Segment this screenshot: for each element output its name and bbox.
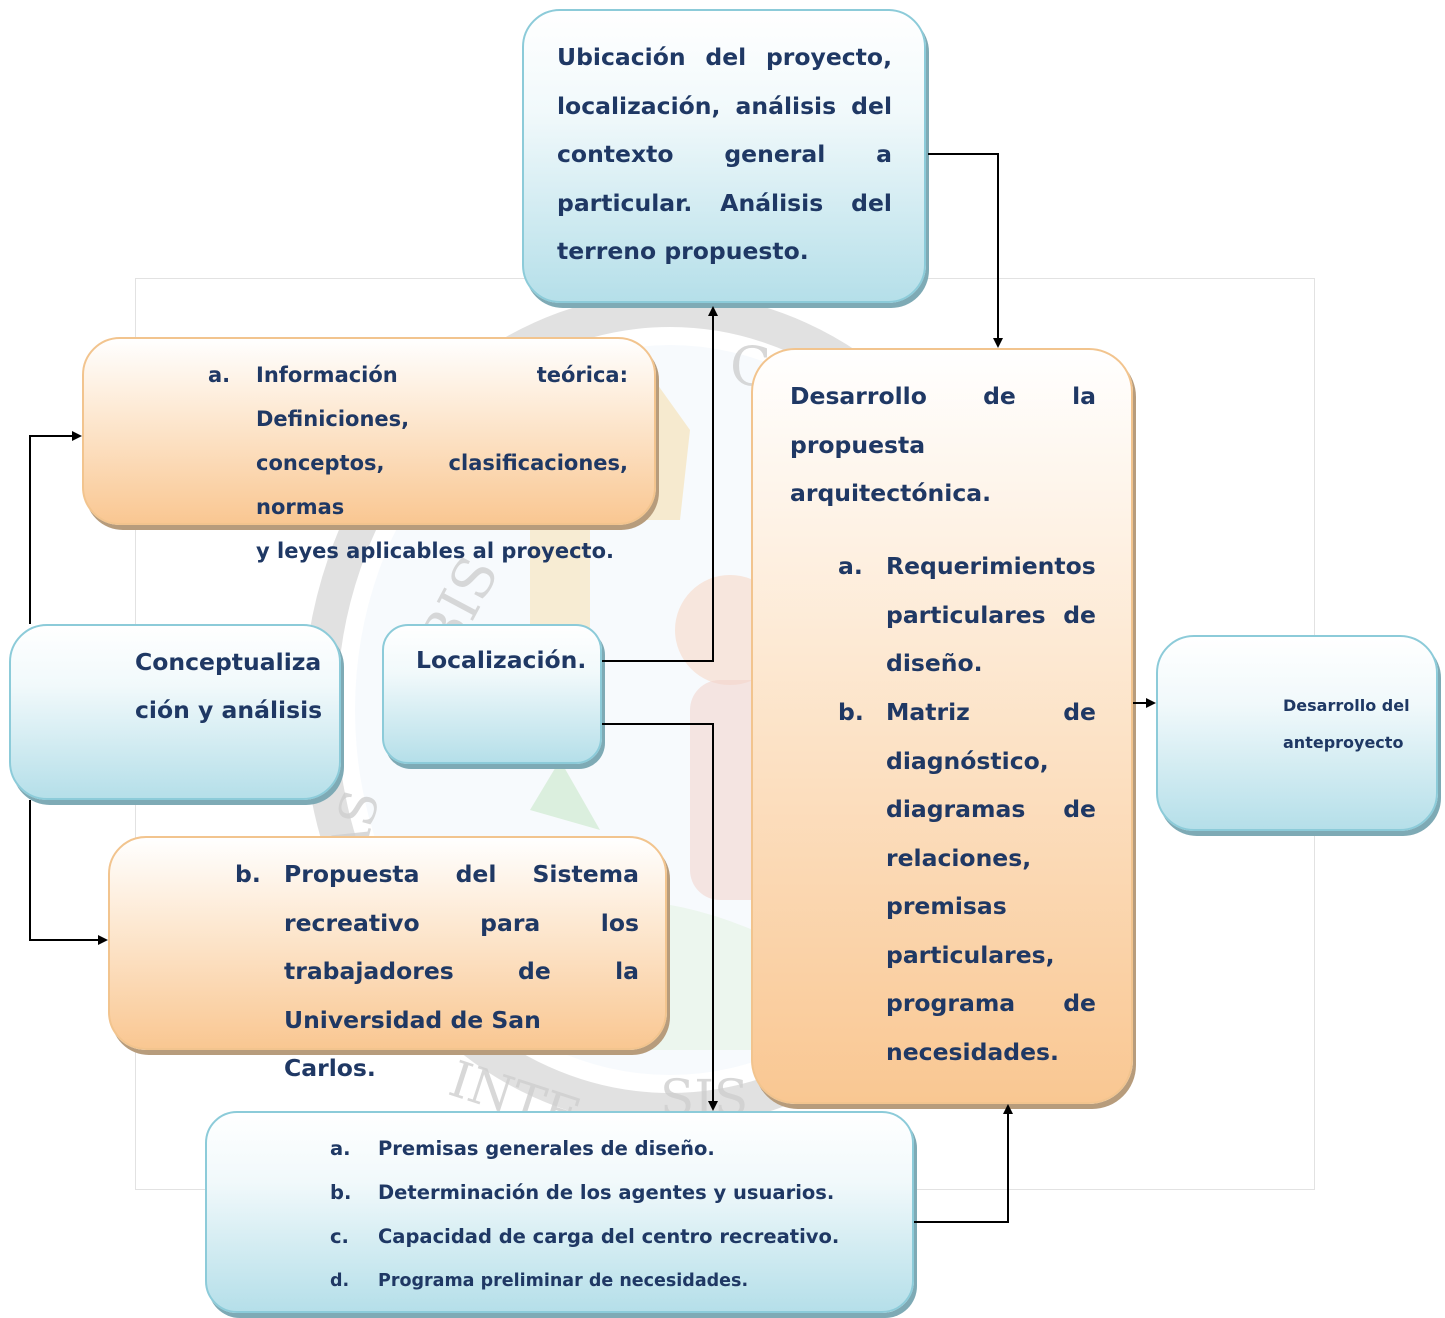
conceptualizacion-box: Conceptualiza ción y análisis [9, 624, 341, 800]
informacion-teorica-line-3: y leyes aplicables al proyecto. [256, 539, 615, 563]
matriz-letter: b. [838, 698, 864, 726]
premisas-text-d: Programa preliminar de necesidades. [378, 1271, 749, 1291]
desarrollo-propuesta-line-1: Desarrollo de la [790, 382, 1096, 410]
conceptualizacion-line-2: ción y análisis [135, 696, 323, 724]
matriz-line-2: diagnóstico, [886, 746, 1049, 775]
requerimientos-letter: a. [838, 552, 863, 580]
ubicacion-line-4: particular. Análisis del [557, 188, 892, 217]
ubicacion-line-1: Ubicación del proyecto, [557, 43, 892, 71]
informacion-teorica-line-1: Información teórica: Definiciones, [256, 363, 628, 431]
requerimientos-line-1: Requerimientos [886, 552, 1096, 580]
ubicacion-line-5: terreno propuesto. [557, 237, 809, 265]
ubicacion-box: Ubicación del proyecto, localización, an… [522, 9, 926, 303]
matriz-line-8: necesidades. [886, 1037, 1059, 1066]
matriz-line-4: relaciones, [886, 843, 1032, 872]
informacion-teorica-box: a. Información teórica: Definiciones, co… [82, 337, 656, 563]
localizacion-label: Localización. [416, 646, 587, 674]
matriz-line-5: premisas [886, 892, 1007, 920]
premisas-text-c: Capacidad de carga del centro recreativo… [378, 1225, 840, 1248]
premisas-letter-c: c. [330, 1225, 349, 1248]
premisas-item-b: b. Determinación de los agentes y usuari… [330, 1171, 890, 1215]
conceptualizacion-line-1: Conceptualiza [135, 648, 322, 676]
matriz-line-6: particulares, [886, 940, 1055, 969]
premisas-letter-d: d. [330, 1271, 350, 1291]
localizacion-box: Localización. [382, 624, 602, 764]
arrow-to-informacion-teorica [29, 431, 82, 624]
matriz-item: b. Matriz de diagnóstico, diagramas de r… [838, 688, 1096, 1076]
arrow-to-propuesta-sistema [29, 800, 108, 945]
arrow-to-ubicacion [602, 306, 718, 662]
premisas-text-b: Determinación de los agentes y usuarios. [378, 1181, 835, 1204]
premisas-item-d: d. Programa preliminar de necesidades. [330, 1259, 890, 1303]
anteproyecto-box: Desarrollo del anteproyecto [1156, 635, 1438, 831]
anteproyecto-line-1: Desarrollo del [1283, 696, 1410, 715]
matriz-line-3: diagramas de [886, 795, 1096, 823]
premisas-item-a: a. Premisas generales de diseño. [330, 1127, 890, 1171]
informacion-teorica-item: a. Información teórica: Definiciones, co… [208, 353, 628, 573]
arrow-premisas-to-desarrollo [914, 1104, 1013, 1223]
requerimientos-item: a. Requerimientos particulares de diseño… [838, 542, 1096, 688]
propuesta-sistema-letter: b. [235, 860, 261, 888]
arrow-ubicacion-to-desarrollo [928, 153, 1003, 348]
requerimientos-line-2: particulares de [886, 600, 1096, 629]
desarrollo-propuesta-box: Desarrollo de la propuesta arquitectónic… [751, 348, 1133, 1104]
ubicacion-line-2: localización, análisis del [557, 91, 892, 120]
premisas-text-a: Premisas generales de diseño. [378, 1137, 715, 1160]
propuesta-sistema-item: b. Propuesta del Sistema recreativo para… [235, 850, 639, 1093]
propuesta-sistema-line-2: recreativo para los [284, 908, 639, 937]
propuesta-sistema-line-1: Propuesta del Sistema [284, 860, 639, 888]
desarrollo-propuesta-line-2: propuesta [790, 430, 926, 459]
informacion-teorica-line-2: conceptos, clasificaciones, normas [256, 451, 628, 519]
arrow-to-premisas [602, 723, 718, 1111]
premisas-letter-a: a. [330, 1137, 351, 1160]
premisas-letter-b: b. [330, 1181, 352, 1204]
informacion-teorica-letter: a. [208, 363, 231, 387]
propuesta-sistema-line-4: Universidad de San Carlos. [284, 1005, 541, 1083]
anteproyecto-line-2: anteproyecto [1283, 733, 1404, 752]
propuesta-sistema-line-3: trabajadores de la [284, 957, 639, 985]
desarrollo-propuesta-line-3: arquitectónica. [790, 479, 992, 507]
matriz-line-1: Matriz de [886, 698, 1096, 726]
matriz-line-7: programa de [886, 989, 1096, 1017]
requerimientos-line-3: diseño. [886, 649, 983, 677]
premisas-item-c: c. Capacidad de carga del centro recreat… [330, 1215, 890, 1259]
premisas-box: a. Premisas generales de diseño. b. Dete… [205, 1111, 914, 1313]
propuesta-sistema-box: b. Propuesta del Sistema recreativo para… [108, 836, 667, 1082]
ubicacion-line-3: contexto general a [557, 140, 892, 168]
